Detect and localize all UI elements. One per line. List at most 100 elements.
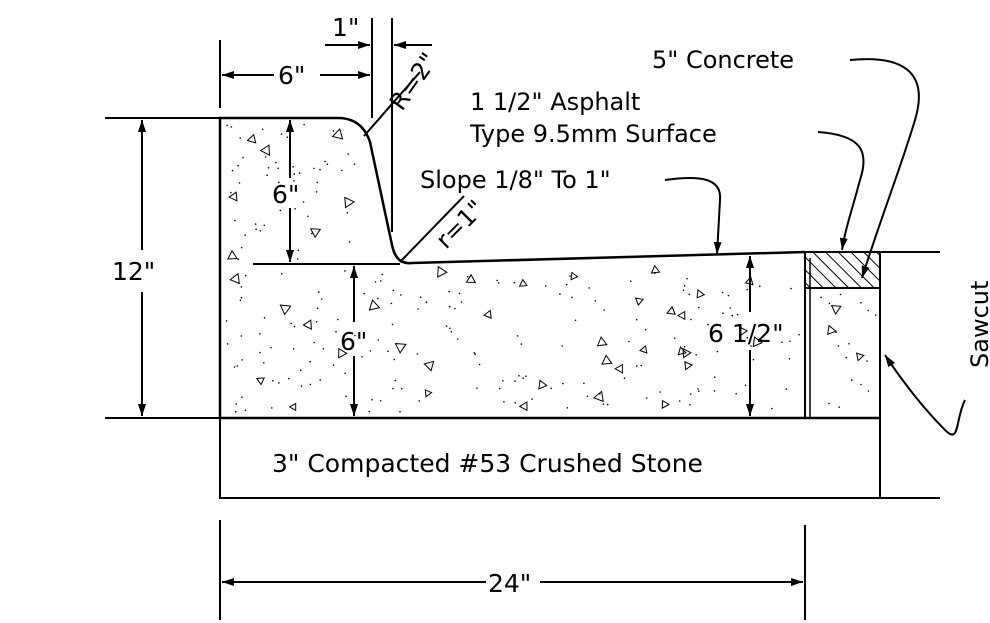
aggregate-dot [377,339,380,341]
aggregate-dot [574,319,577,322]
aggregate-dot [690,318,692,321]
aggregate-dot [231,169,234,172]
aggregate-triangle [739,326,749,337]
aggregate-triangle [228,191,238,202]
aggregate-dot [315,321,318,323]
aggregate-dot [682,289,685,292]
aggregate-dot [686,277,688,280]
radius-1-label: r=1" [430,195,490,255]
aggregate-dot [241,396,243,399]
aggregate-dot [731,314,734,317]
aggregate-dot [241,359,243,361]
aggregate-dot [561,345,563,347]
aggregate-dot [234,410,237,413]
radius-2-leader [363,71,421,137]
aggregate-dot [400,387,403,390]
aggregate-dot [263,362,265,364]
aggregate-dot [544,285,547,287]
dim-label-6-5in: 6 1/2" [708,319,784,348]
aggregate-dot [271,407,273,409]
aggregate-dot [798,333,800,336]
asphalt-leader [817,131,865,251]
aggregate-triangle [570,271,579,281]
aggregate-dot [297,249,300,252]
sawcut-label: Sawcut [966,281,990,368]
aggregate-dot [393,358,396,361]
aggregate-dot [478,363,481,366]
aggregate-dot [332,364,335,367]
aggregate-dot [474,353,476,355]
aggregate-dot [307,215,309,218]
aggregate-dot [583,382,585,385]
aggregate-dot [332,130,335,132]
aggregate-dot [450,331,453,333]
aggregate-dot [319,379,322,381]
aggregate-dot [259,351,261,354]
aggregate-dot [292,348,295,350]
aggregate-dot [644,328,647,331]
aggregate-triangle [331,128,344,140]
aggregate-dot [839,293,842,296]
aggregate-dot [759,285,761,288]
aggregate-dot [293,325,296,328]
aggregate-triangle [259,144,271,156]
aggregate-triangle [696,288,706,299]
dim-label-6in-top: 6" [278,61,305,90]
dim-label-1in: 1" [332,13,359,42]
asphalt-label-line1: 1 1/2" Asphalt [470,88,640,116]
aggregate-dot [277,167,279,170]
aggregate-dot [837,345,840,347]
aggregate-dot [263,317,266,319]
aggregate-dot [790,287,792,290]
aggregate-dot [522,377,524,380]
slope-label: Slope 1/8" To 1" [420,166,611,194]
aggregate-dot [744,384,747,387]
aggregate-dot [300,369,302,372]
aggregate-dot [237,164,239,167]
aggregate-dot [354,334,356,337]
aggregate-dot [698,306,700,309]
aggregate-dot [380,280,382,282]
aggregate-dot [473,352,476,354]
aggregate-dot [309,383,312,386]
aggregate-dot [867,390,870,392]
aggregate-triangle [246,133,257,144]
aggregate-dot [233,366,236,368]
aggregate-dot [324,160,326,163]
aggregate-dot [391,323,394,326]
aggregate-dot [531,398,533,400]
aggregate-dot [348,241,351,243]
aggregate-dot [346,212,349,214]
aggregate-dot [272,380,274,382]
aggregate-dot [716,350,719,353]
aggregate-dot [727,294,730,297]
aggregate-dot [298,172,301,174]
aggregate-triangle [394,343,407,354]
aggregate-triangle [465,273,477,284]
aggregate-dot [345,395,347,398]
aggregate-dot [586,395,589,398]
aggregate-dot [293,180,295,182]
aggregate-dot [322,348,325,350]
aggregate-dot [550,387,552,390]
aggregate-dot [347,153,350,155]
aggregate-dot [445,325,448,327]
aggregate-dot [860,383,862,386]
aggregate-dot [711,339,713,341]
aggregate-triangle [288,402,297,412]
aggregate-triangle [518,401,528,412]
aggregate-triangle [338,347,348,359]
aggregate-triangle [830,305,842,316]
aggregate-dot [673,337,676,340]
aggregate-dot [302,201,305,203]
aggregate-dot [689,393,692,395]
aggregate-dot [735,392,737,395]
aggregate-triangle [538,379,548,390]
aggregate-dot [418,400,421,402]
concrete-label: 5" Concrete [652,46,794,74]
aggregate-dot [343,342,345,345]
aggregate-dot [721,291,724,294]
aggregate-triangle [677,346,687,356]
stone-base-label: 3" Compacted #53 Crushed Stone [272,449,703,478]
